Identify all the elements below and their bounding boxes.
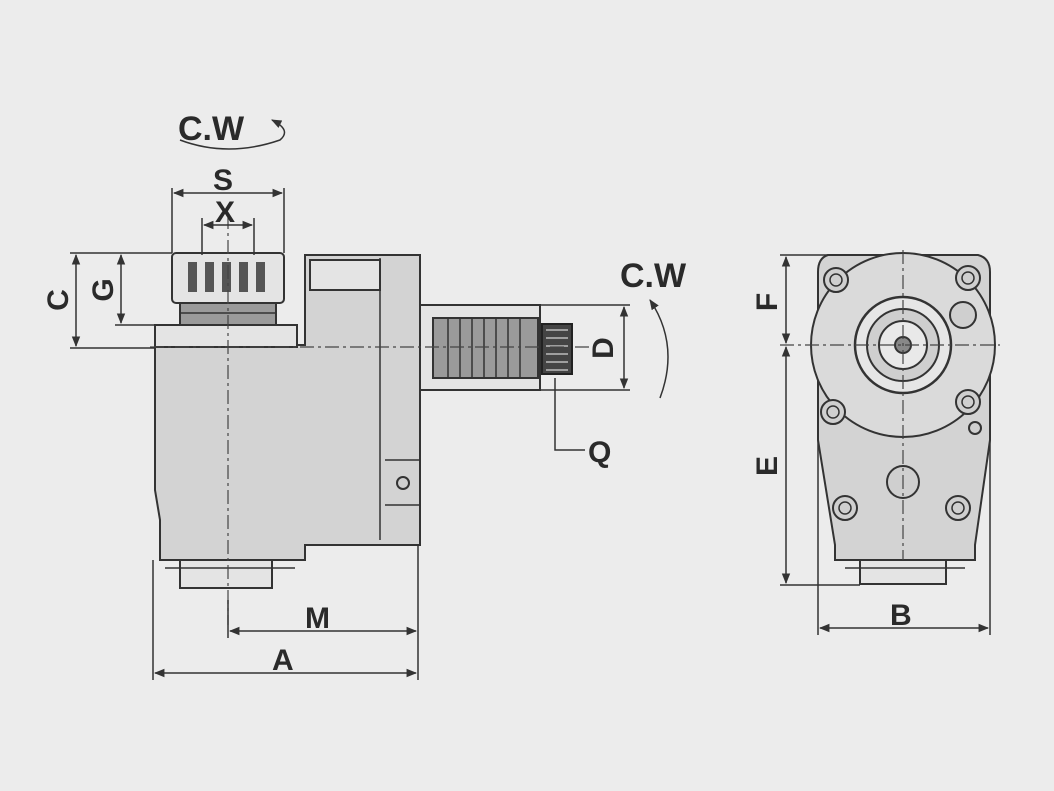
side-view: [70, 119, 669, 680]
label-g: G: [87, 278, 120, 301]
spline-tip: [541, 323, 573, 375]
mount-hole-bottom-right: [945, 495, 971, 521]
label-e: E: [751, 456, 784, 476]
rotation-arrow-right-icon: [649, 299, 669, 399]
upper-block: [309, 259, 381, 291]
label-cw-right: C.W: [620, 257, 687, 295]
mount-hole-top-left: [823, 267, 849, 293]
small-pin: [968, 421, 982, 435]
shaft-ribs: [447, 318, 521, 378]
bottom-foot: [179, 559, 273, 589]
label-cw-top: C.W: [178, 110, 245, 148]
label-x: X: [215, 196, 235, 229]
housing-body: [154, 254, 421, 561]
label-c: C: [42, 289, 75, 311]
mount-hole-mid-left: [820, 399, 846, 425]
label-d: D: [587, 337, 620, 359]
mount-hole-mid-right: [955, 389, 981, 415]
label-q: Q: [588, 436, 611, 469]
collet-slots: [188, 262, 265, 292]
label-b: B: [890, 599, 912, 632]
label-f: F: [751, 293, 784, 311]
rotation-arrow-top-icon: [179, 119, 286, 150]
label-s: S: [213, 164, 233, 197]
mount-hole-bottom-left: [832, 495, 858, 521]
oil-port: [949, 301, 977, 329]
front-view: [780, 250, 1000, 635]
label-m: M: [305, 602, 330, 635]
mount-hole-top-right: [955, 265, 981, 291]
front-foot: [859, 559, 947, 585]
label-a: A: [272, 644, 294, 677]
side-pin-hole: [396, 476, 410, 490]
top-flange: [154, 324, 298, 348]
